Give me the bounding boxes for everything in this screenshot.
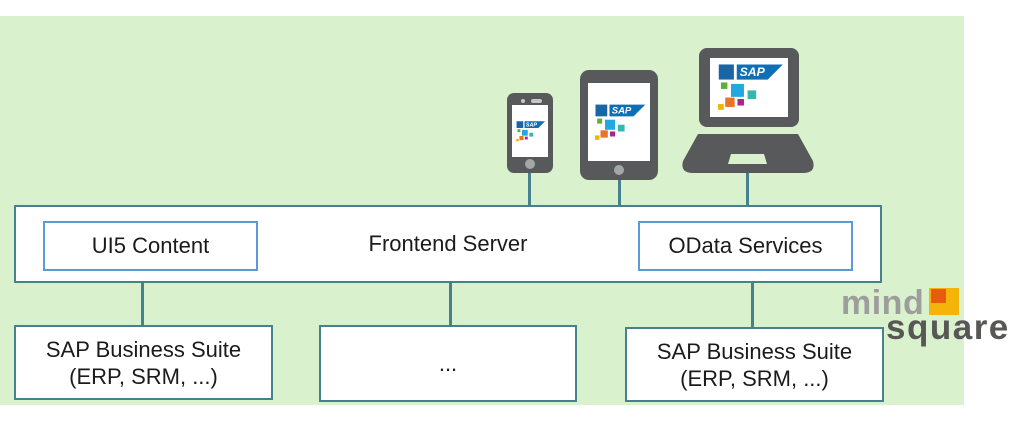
sap-logo-text: SAP — [740, 65, 766, 79]
sap-logo-text: SAP — [526, 122, 538, 128]
frontend-server-label: Frontend Server — [368, 231, 528, 256]
backend-left-line2: (ERP, SRM, ...) — [69, 363, 218, 389]
odata-services-label: OData Services — [668, 233, 823, 258]
phone-home-button — [525, 159, 535, 169]
backend-mid-label: ... — [438, 351, 458, 376]
connector-frontend-to-backend-middle — [449, 281, 452, 326]
sap-logo-text: SAP — [612, 105, 632, 116]
laptop-screen: SAP — [710, 58, 788, 117]
connector-frontend-to-backend-right — [751, 281, 754, 328]
connector-tablet-to-frontend — [618, 178, 621, 207]
smartphone-icon: SAP — [507, 93, 553, 173]
connector-frontend-to-backend-left — [141, 281, 144, 326]
phone-speaker-bar — [531, 99, 542, 103]
tablet-icon: SAP — [580, 70, 658, 180]
tablet-home-button — [614, 165, 624, 175]
odata-services-box: OData Services — [638, 221, 853, 271]
backend-box-sap-business-suite-left: SAP Business Suite (ERP, SRM, ...) — [14, 325, 273, 400]
sap-logo-icon: SAP — [594, 104, 646, 140]
sap-logo-icon: SAP — [516, 120, 546, 141]
connector-phone-to-frontend — [528, 171, 531, 207]
tablet-screen: SAP — [588, 83, 650, 161]
ui5-content-box: UI5 Content — [43, 221, 258, 271]
backend-right-line2: (ERP, SRM, ...) — [680, 365, 829, 391]
backend-box-sap-business-suite-right: SAP Business Suite (ERP, SRM, ...) — [625, 327, 884, 402]
backend-box-ellipsis: ... — [319, 325, 577, 402]
phone-screen: SAP — [512, 105, 548, 157]
backend-left-line1: SAP Business Suite — [45, 336, 242, 362]
frontend-server-box: Frontend Server UI5 Content OData Servic… — [14, 205, 882, 283]
laptop-base-icon — [682, 134, 814, 173]
sap-logo-icon: SAP — [718, 64, 783, 110]
backend-right-line1: SAP Business Suite — [656, 338, 853, 364]
phone-camera-dot — [521, 99, 525, 103]
ui5-content-label: UI5 Content — [91, 233, 210, 258]
connector-laptop-to-frontend — [746, 171, 749, 207]
laptop-icon: SAP — [699, 48, 799, 127]
